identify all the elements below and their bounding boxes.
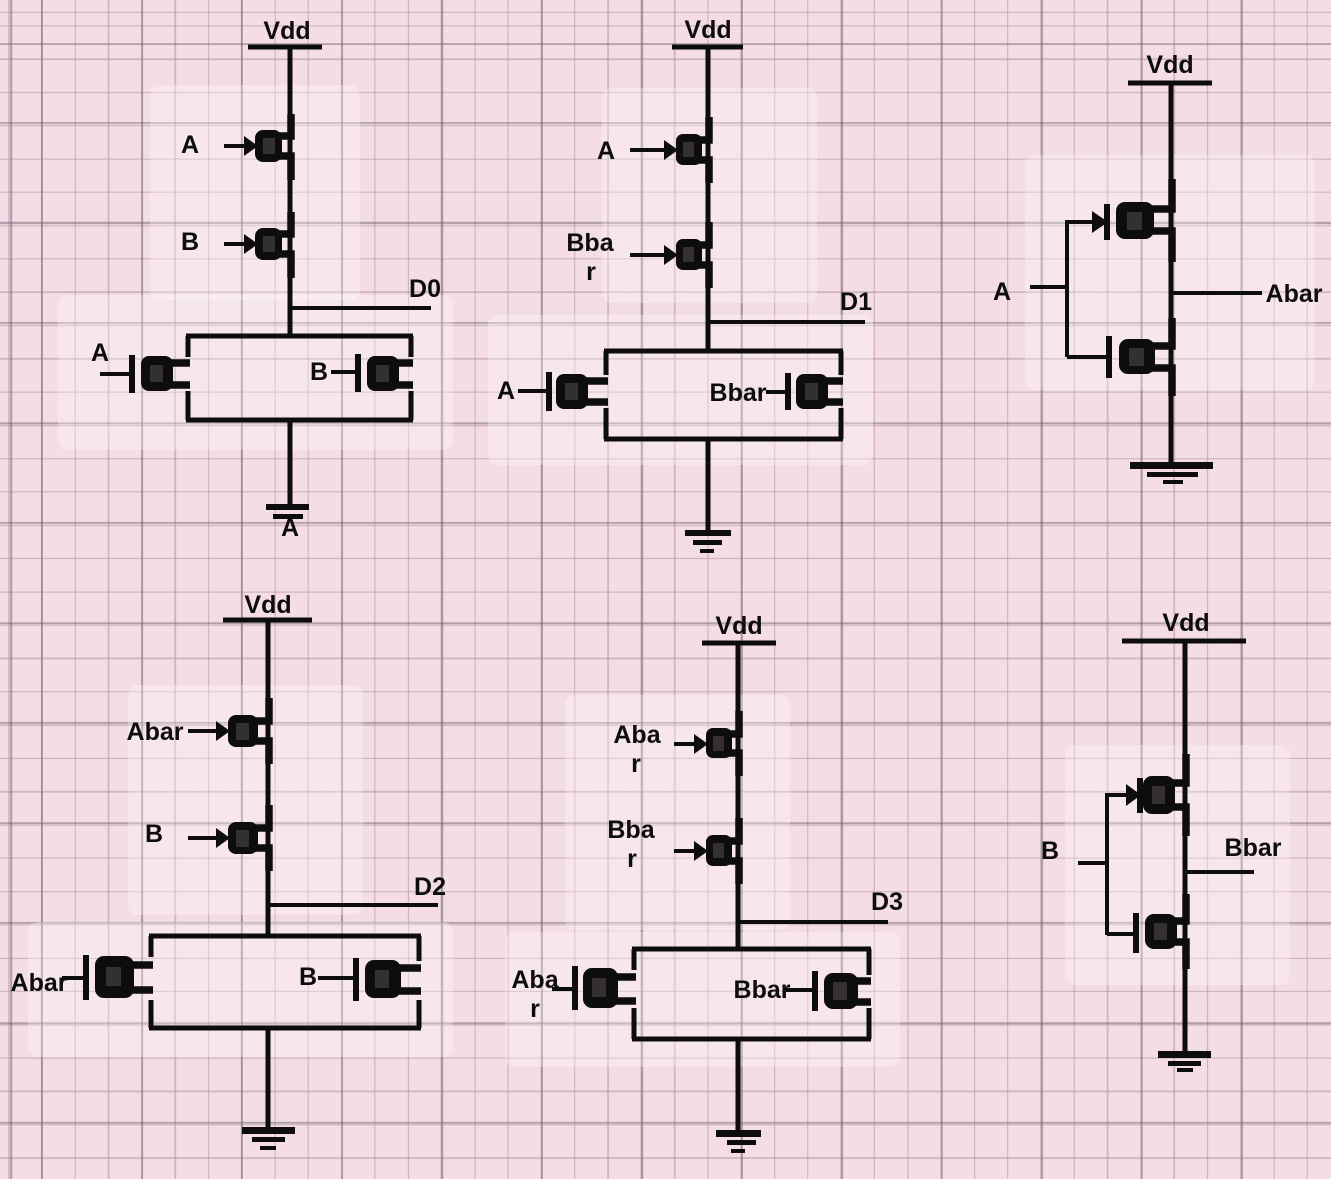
d3-vdd-rail: Vdd — [702, 612, 776, 646]
inverter-a-input-label: A — [993, 278, 1011, 306]
d0-nmos-a-label: A — [91, 339, 109, 367]
d0-ground-overlay-label: A — [281, 514, 299, 542]
d3-pmos-bbar-transistor: Bba r — [607, 816, 743, 884]
d2-nmos-abar-label: Abar — [11, 969, 68, 997]
inverter-a-vdd-rail: Vdd — [1128, 51, 1212, 86]
d3-nmos-bbar-transistor: Bbar — [734, 971, 871, 1011]
d0-vdd-rail: Vdd — [248, 17, 322, 50]
d1-vdd-rail: Vdd — [672, 16, 743, 50]
d0-pmos-b-transistor: B — [181, 212, 295, 278]
gate-d0: Vdd A B D0 — [91, 17, 441, 542]
gate-d2: Vdd Abar B D2 — [11, 591, 446, 1150]
gate-d3: Vdd Aba r Bba r D3 — [511, 612, 903, 1153]
d3-nmos-bbar-label: Bbar — [734, 976, 791, 1004]
d3-nmos-abar-label-line2: r — [530, 995, 540, 1023]
d0-nmos-b-label: B — [310, 358, 328, 386]
d3-pulldown-network: Aba r Bbar — [511, 946, 872, 1042]
d1-nmos-bbar-transistor: Bbar — [710, 373, 843, 410]
d0-pmos-a-label: A — [181, 131, 199, 159]
d2-vdd-label: Vdd — [244, 591, 291, 619]
inverter-a-vdd-label: Vdd — [1146, 51, 1193, 79]
d1-output-label: D1 — [840, 288, 872, 316]
d3-output-label: D3 — [871, 888, 903, 916]
inverter-b-input: B — [1041, 837, 1107, 865]
d1-ground-symbol — [685, 530, 731, 553]
d2-output-wire: D2 — [268, 873, 446, 907]
d0-output-wire: D0 — [290, 275, 441, 310]
d3-vdd-label: Vdd — [715, 612, 762, 640]
inverter-a-nmos-transistor — [1067, 318, 1176, 396]
d3-output-wire: D3 — [738, 888, 903, 924]
d2-ground-symbol — [242, 1127, 295, 1150]
d1-vdd-label: Vdd — [684, 16, 731, 44]
inverter-a-ground-symbol — [1130, 462, 1213, 484]
inverter-a: Vdd A Abar — [993, 51, 1323, 484]
d1-pmos-bbar-label-line2: r — [586, 258, 596, 286]
d0-ground-symbol: A — [266, 504, 309, 542]
d1-pmos-bbar-label-line1: Bba — [566, 229, 614, 257]
d0-pmos-b-label: B — [181, 228, 199, 256]
d3-pmos-abar-label-line1: Aba — [613, 721, 661, 749]
d1-output-wire: D1 — [708, 288, 872, 324]
inverter-a-output: Abar — [1172, 280, 1323, 308]
inverter-a-input: A — [993, 278, 1067, 306]
d1-pmos-bbar-transistor: Bba r — [566, 222, 713, 288]
inverter-b: Vdd B Bbar — [1041, 609, 1282, 1072]
d1-pmos-a-transistor: A — [597, 117, 713, 183]
inverter-b-vdd-label: Vdd — [1162, 609, 1209, 637]
d1-nmos-a-transistor: A — [497, 372, 608, 411]
d3-pmos-bbar-label-line1: Bba — [607, 816, 655, 844]
d2-pmos-b-label: B — [145, 820, 163, 848]
inverter-b-input-label: B — [1041, 837, 1059, 865]
d2-pulldown-network: Abar B — [11, 933, 422, 1031]
d0-nmos-b-transistor: B — [310, 354, 413, 392]
inverter-b-ground-symbol — [1158, 1051, 1211, 1072]
inverter-b-output: Bbar — [1186, 834, 1282, 874]
d3-pmos-abar-transistor: Aba r — [613, 711, 743, 778]
d3-nmos-abar-label-line1: Aba — [511, 966, 559, 994]
d0-vdd-label: Vdd — [263, 17, 310, 45]
d1-nmos-a-label: A — [497, 377, 515, 405]
inverter-b-nmos-transistor — [1107, 894, 1190, 969]
d3-nmos-abar-transistor: Aba r — [511, 966, 636, 1023]
d3-ground-symbol — [716, 1130, 761, 1153]
d3-pmos-bbar-label-line2: r — [627, 845, 637, 873]
d1-pulldown-network: A Bbar — [497, 348, 844, 442]
inverter-a-output-label: Abar — [1266, 280, 1323, 308]
d1-pmos-a-label: A — [597, 137, 615, 165]
inverter-b-output-label: Bbar — [1225, 834, 1282, 862]
d0-pulldown-network: A B — [91, 333, 414, 423]
d2-pmos-b-transistor: B — [145, 805, 273, 871]
gate-d1: Vdd A Bba r D1 — [497, 16, 872, 553]
d2-nmos-b-label: B — [299, 963, 317, 991]
d2-nmos-b-transistor: B — [299, 958, 421, 1001]
d0-nmos-a-transistor: A — [91, 339, 190, 393]
d2-output-label: D2 — [414, 873, 446, 901]
inverter-b-pmos-transistor — [1107, 754, 1190, 836]
d2-pmos-abar-transistor: Abar — [127, 698, 273, 764]
d3-pmos-abar-label-line2: r — [631, 750, 641, 778]
d2-pmos-abar-label: Abar — [127, 718, 184, 746]
inverter-a-pmos-transistor — [1067, 179, 1176, 262]
d1-nmos-bbar-label: Bbar — [710, 379, 767, 407]
d0-output-label: D0 — [409, 275, 441, 303]
d2-nmos-abar-transistor: Abar — [11, 955, 153, 1000]
inverter-b-vdd-rail: Vdd — [1122, 609, 1246, 644]
d0-pmos-a-transistor: A — [181, 114, 295, 180]
d2-vdd-rail: Vdd — [223, 591, 312, 623]
